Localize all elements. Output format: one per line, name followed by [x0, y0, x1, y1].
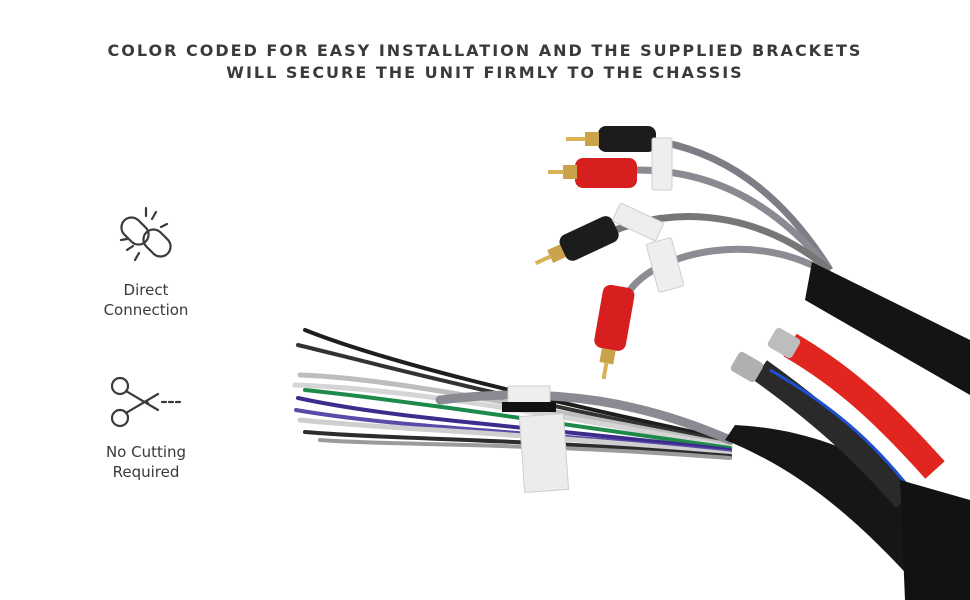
- headline-line-2: WILL SECURE THE UNIT FIRMLY TO THE CHASS…: [226, 63, 744, 82]
- rca-cable-bundle: [534, 126, 970, 395]
- wire-tags: [612, 137, 685, 293]
- speaker-wire-bundle: [292, 328, 735, 460]
- rca-plug-red-1: [548, 158, 637, 188]
- feature-no-cutting: No Cutting Required: [66, 372, 226, 482]
- headline: COLOR CODED FOR EASY INSTALLATION AND TH…: [0, 40, 970, 84]
- feature-label-line-1: Direct: [123, 281, 169, 299]
- headline-line-1: COLOR CODED FOR EASY INSTALLATION AND TH…: [107, 41, 863, 60]
- feature-label-line-1: No Cutting: [105, 443, 187, 461]
- feature-label-line-2: Connection: [103, 301, 189, 319]
- broken-chain-icon: [119, 206, 172, 262]
- rca-plug-red-2: [594, 284, 635, 380]
- rca-plug-black-2: [534, 216, 619, 266]
- feature-direct-connection: Direct Connection: [66, 202, 226, 320]
- rca-plug-black-1: [566, 126, 656, 152]
- power-cables: [725, 327, 970, 600]
- speaker-wire-tags: [502, 385, 570, 493]
- scissors-icon: [110, 376, 182, 428]
- feature-label-line-2: Required: [112, 463, 180, 481]
